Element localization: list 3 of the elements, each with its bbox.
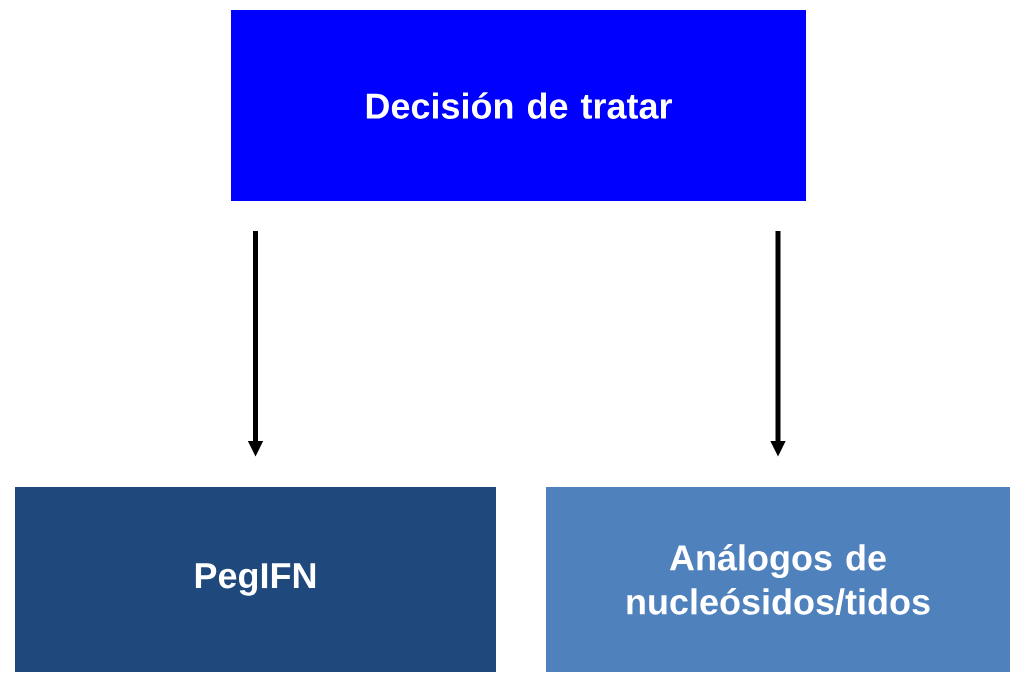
process-box: Análogos de nucleósidos/tidos <box>546 487 1010 672</box>
process-box: PegIFN <box>15 487 496 672</box>
process-box: Decisión de tratar <box>231 10 806 201</box>
